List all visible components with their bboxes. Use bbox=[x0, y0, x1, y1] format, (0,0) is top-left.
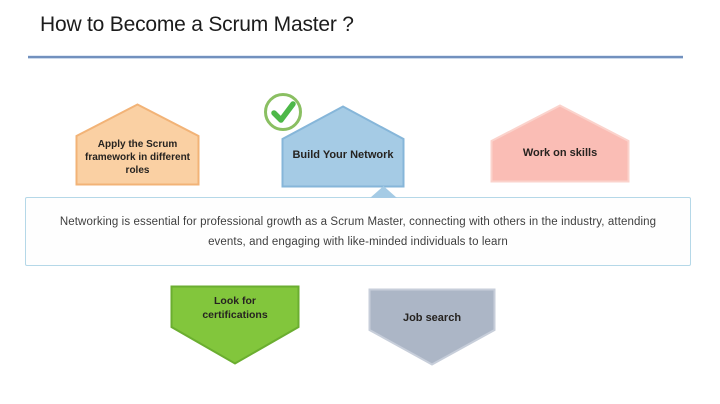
step-look-for-certifications: Look for certifications bbox=[170, 285, 300, 365]
callout-text-line1: Networking is essential for professional… bbox=[59, 215, 657, 228]
pentagon-down-shape bbox=[368, 288, 496, 366]
step-work-on-skills: Work on skills bbox=[490, 104, 630, 183]
step-label: Work on skills bbox=[522, 147, 598, 159]
step-label: Job search bbox=[402, 312, 462, 324]
callout-pointer bbox=[370, 186, 397, 198]
page-title: How to Become a Scrum Master ? bbox=[40, 13, 354, 36]
pentagon-up-shape bbox=[490, 104, 630, 183]
step-label: Build Your Network bbox=[292, 149, 394, 161]
checkmark-icon bbox=[264, 93, 302, 131]
step-build-your-network: Build Your Network bbox=[281, 105, 405, 188]
pentagon-up-shape bbox=[281, 105, 405, 188]
pentagon-up-shape bbox=[75, 103, 200, 186]
title-divider bbox=[28, 56, 683, 58]
step-label: Look for certifications bbox=[202, 294, 268, 321]
step-job-search: Job search bbox=[368, 288, 496, 366]
step-apply-scrum-framework: Apply the Scrum framework in different r… bbox=[75, 103, 200, 186]
callout-text-line2: events, and engaging with like-minded in… bbox=[208, 235, 508, 248]
pentagon-down-shape bbox=[170, 285, 300, 365]
step-label: Apply the Scrum framework in different r… bbox=[84, 138, 191, 176]
callout-box: Networking is essential for professional… bbox=[25, 197, 691, 266]
